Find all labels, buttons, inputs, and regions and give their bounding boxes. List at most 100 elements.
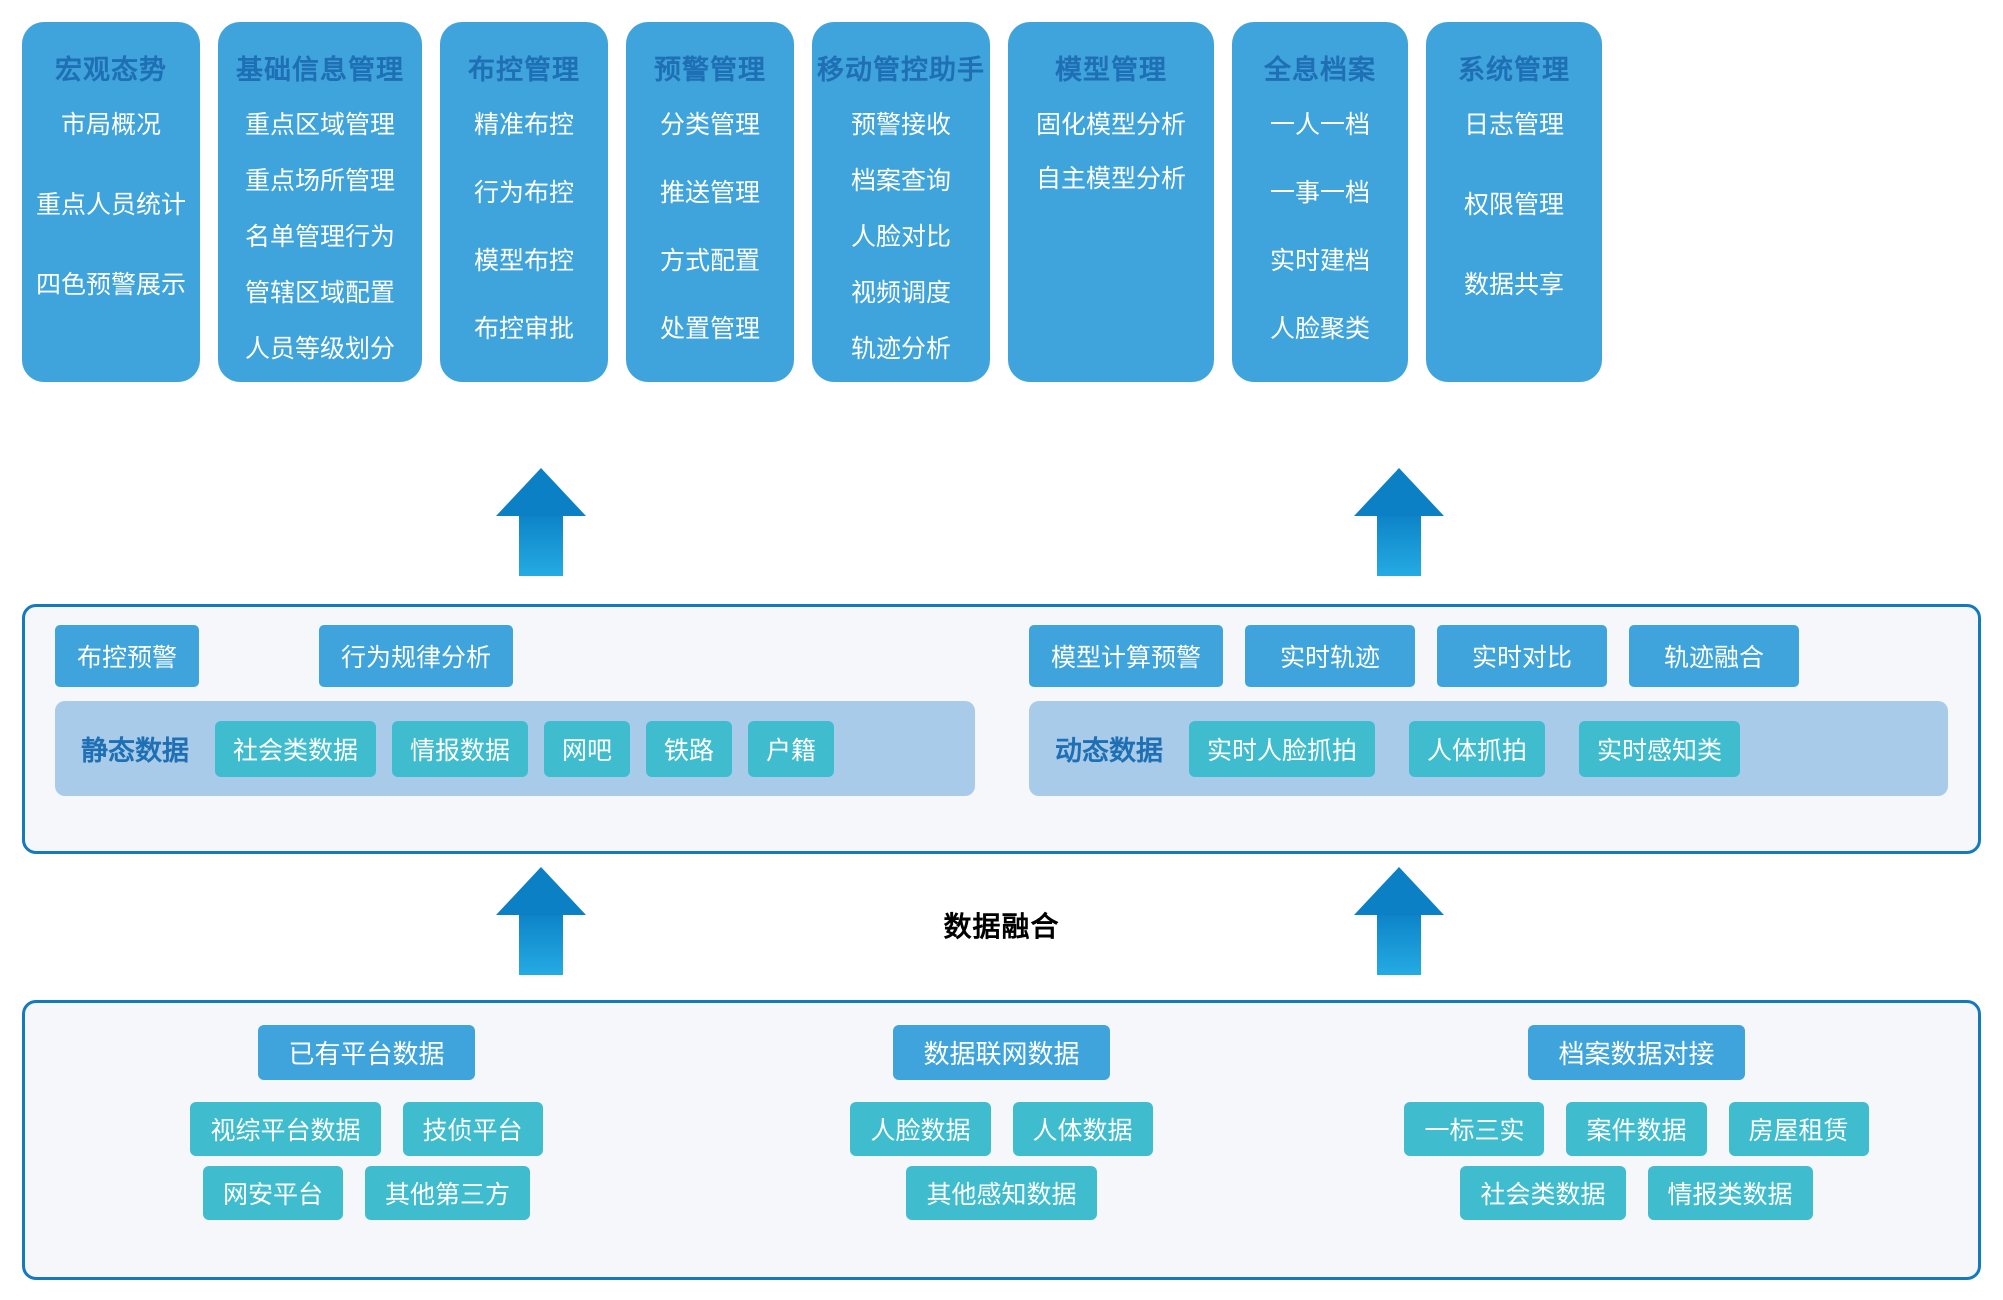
module-item[interactable]: 重点区域管理 xyxy=(244,111,395,139)
module-item-list: 日志管理权限管理数据共享 xyxy=(1434,95,1594,364)
module-item[interactable]: 预警接收 xyxy=(850,111,951,139)
dynamic-capability-chip[interactable]: 模型计算预警 xyxy=(1029,625,1224,687)
module-item-list: 精准布控行为布控模型布控布控审批 xyxy=(448,95,600,364)
source-chip[interactable]: 其他第三方 xyxy=(365,1166,531,1220)
source-chip[interactable]: 其他感知数据 xyxy=(906,1166,1097,1220)
module-item[interactable]: 处置管理 xyxy=(659,315,760,343)
module-item[interactable]: 模型布控 xyxy=(473,247,574,275)
arrow-head-icon xyxy=(496,867,586,915)
static-data-chip[interactable]: 户籍 xyxy=(748,720,835,777)
source-chip[interactable]: 网安平台 xyxy=(202,1166,343,1220)
module-title: 移动管控助手 xyxy=(817,55,985,85)
module-title: 宏观态势 xyxy=(55,55,167,85)
module-item[interactable]: 人员等级划分 xyxy=(244,335,395,363)
module-item[interactable]: 精准布控 xyxy=(473,111,574,139)
module-item[interactable]: 四色预警展示 xyxy=(35,271,186,299)
module-item-list: 市局概况重点人员统计四色预警展示 xyxy=(30,95,192,364)
module-item[interactable]: 数据共享 xyxy=(1463,271,1564,299)
module-item[interactable]: 人脸对比 xyxy=(850,223,951,251)
module-title: 基础信息管理 xyxy=(236,55,404,85)
module-item[interactable]: 固化模型分析 xyxy=(1035,111,1186,139)
module-item[interactable]: 行为布控 xyxy=(473,179,574,207)
module-column-8[interactable]: 系统管理日志管理权限管理数据共享 xyxy=(1426,22,1602,382)
module-title: 全息档案 xyxy=(1264,55,1376,85)
source-chip[interactable]: 技侦平台 xyxy=(402,1102,543,1156)
module-item[interactable]: 方式配置 xyxy=(659,247,760,275)
source-group-header[interactable]: 数据联网数据 xyxy=(893,1025,1110,1080)
dynamic-data-section: 模型计算预警实时轨迹实时对比轨迹融合 动态数据 实时人脸抓拍人体抓拍实时感知类 xyxy=(1029,625,1948,833)
module-item[interactable]: 日志管理 xyxy=(1463,111,1564,139)
module-item[interactable]: 实时建档 xyxy=(1269,247,1370,275)
arrow-head-icon xyxy=(1354,468,1444,516)
module-item-list: 一人一档一事一档实时建档人脸聚类 xyxy=(1240,95,1400,364)
module-item[interactable]: 市局概况 xyxy=(60,111,161,139)
source-chip[interactable]: 视综平台数据 xyxy=(190,1102,381,1156)
source-group-1: 已有平台数据视综平台数据技侦平台网安平台其他第三方 xyxy=(49,1025,684,1255)
module-item[interactable]: 视频调度 xyxy=(850,279,951,307)
up-arrow-source-to-fusion-right xyxy=(1354,867,1444,975)
dynamic-capability-chip[interactable]: 轨迹融合 xyxy=(1629,625,1800,687)
arrow-head-icon xyxy=(496,468,586,516)
module-column-5[interactable]: 移动管控助手预警接收档案查询人脸对比视频调度轨迹分析 xyxy=(812,22,990,382)
module-item-list: 分类管理推送管理方式配置处置管理 xyxy=(634,95,786,364)
module-column-7[interactable]: 全息档案一人一档一事一档实时建档人脸聚类 xyxy=(1232,22,1408,382)
dynamic-capability-chip[interactable]: 实时轨迹 xyxy=(1245,625,1416,687)
dynamic-capability-row: 模型计算预警实时轨迹实时对比轨迹融合 xyxy=(1029,625,1948,687)
static-data-chip[interactable]: 铁路 xyxy=(646,720,733,777)
arrow-head-icon xyxy=(1354,867,1444,915)
source-chip-rows: 一标三实案件数据房屋租赁社会类数据情报类数据 xyxy=(1319,1102,1954,1220)
module-title: 布控管理 xyxy=(468,55,580,85)
static-data-label: 静态数据 xyxy=(81,736,189,766)
source-group-header[interactable]: 档案数据对接 xyxy=(1528,1025,1745,1080)
static-data-chip[interactable]: 社会类数据 xyxy=(215,720,377,777)
source-chip[interactable]: 一标三实 xyxy=(1404,1102,1545,1156)
module-item[interactable]: 布控审批 xyxy=(473,315,574,343)
module-column-4[interactable]: 预警管理分类管理推送管理方式配置处置管理 xyxy=(626,22,794,382)
module-item[interactable]: 推送管理 xyxy=(659,179,760,207)
source-chip[interactable]: 人体数据 xyxy=(1012,1102,1153,1156)
module-column-1[interactable]: 宏观态势市局概况重点人员统计四色预警展示 xyxy=(22,22,200,382)
data-source-panel: 已有平台数据视综平台数据技侦平台网安平台其他第三方数据联网数据人脸数据人体数据其… xyxy=(22,1000,1981,1280)
dynamic-data-band: 动态数据 实时人脸抓拍人体抓拍实时感知类 xyxy=(1029,701,1948,796)
source-chip-row: 一标三实案件数据房屋租赁 xyxy=(1404,1102,1869,1156)
module-item[interactable]: 名单管理行为 xyxy=(244,223,395,251)
module-item[interactable]: 权限管理 xyxy=(1463,191,1564,219)
static-capability-row: 布控预警 行为规律分析 xyxy=(55,625,975,687)
dynamic-data-chip[interactable]: 实时人脸抓拍 xyxy=(1189,720,1376,777)
module-item[interactable]: 重点场所管理 xyxy=(244,167,395,195)
module-column-2[interactable]: 基础信息管理重点区域管理重点场所管理名单管理行为管辖区域配置人员等级划分 xyxy=(218,22,422,382)
module-item[interactable]: 人脸聚类 xyxy=(1269,315,1370,343)
module-item[interactable]: 自主模型分析 xyxy=(1035,165,1186,193)
source-group-header[interactable]: 已有平台数据 xyxy=(258,1025,475,1080)
source-chip[interactable]: 案件数据 xyxy=(1566,1102,1707,1156)
source-chip-row: 其他感知数据 xyxy=(906,1166,1097,1220)
static-data-chip[interactable]: 网吧 xyxy=(544,720,631,777)
module-item[interactable]: 重点人员统计 xyxy=(35,191,186,219)
data-source-groups: 已有平台数据视综平台数据技侦平台网安平台其他第三方数据联网数据人脸数据人体数据其… xyxy=(49,1025,1954,1255)
dynamic-data-chip[interactable]: 人体抓拍 xyxy=(1409,720,1546,777)
module-item[interactable]: 一人一档 xyxy=(1269,111,1370,139)
module-column-3[interactable]: 布控管理精准布控行为布控模型布控布控审批 xyxy=(440,22,608,382)
module-item[interactable]: 分类管理 xyxy=(659,111,760,139)
module-item[interactable]: 档案查询 xyxy=(850,167,951,195)
module-title: 模型管理 xyxy=(1055,55,1167,85)
source-chip[interactable]: 情报类数据 xyxy=(1647,1166,1813,1220)
module-item[interactable]: 一事一档 xyxy=(1269,179,1370,207)
up-arrow-to-moxing xyxy=(1354,468,1444,576)
static-data-chip[interactable]: 情报数据 xyxy=(392,720,529,777)
module-title: 预警管理 xyxy=(654,55,766,85)
module-item[interactable]: 轨迹分析 xyxy=(850,335,951,363)
static-capability-chip[interactable]: 布控预警 xyxy=(55,625,200,687)
module-item-list: 预警接收档案查询人脸对比视频调度轨迹分析 xyxy=(820,95,982,365)
static-capability-chip[interactable]: 行为规律分析 xyxy=(319,625,514,687)
module-item[interactable]: 管辖区域配置 xyxy=(244,279,395,307)
source-group-3: 档案数据对接一标三实案件数据房屋租赁社会类数据情报类数据 xyxy=(1319,1025,1954,1255)
static-data-section: 布控预警 行为规律分析 静态数据 社会类数据情报数据网吧铁路户籍 xyxy=(55,625,975,833)
source-chip[interactable]: 人脸数据 xyxy=(850,1102,991,1156)
module-column-6[interactable]: 模型管理固化模型分析自主模型分析 xyxy=(1008,22,1214,382)
dynamic-data-chip[interactable]: 实时感知类 xyxy=(1579,720,1741,777)
dynamic-capability-chip[interactable]: 实时对比 xyxy=(1437,625,1608,687)
source-chip[interactable]: 社会类数据 xyxy=(1460,1166,1626,1220)
source-chip-row: 人脸数据人体数据 xyxy=(850,1102,1153,1156)
source-chip[interactable]: 房屋租赁 xyxy=(1728,1102,1869,1156)
